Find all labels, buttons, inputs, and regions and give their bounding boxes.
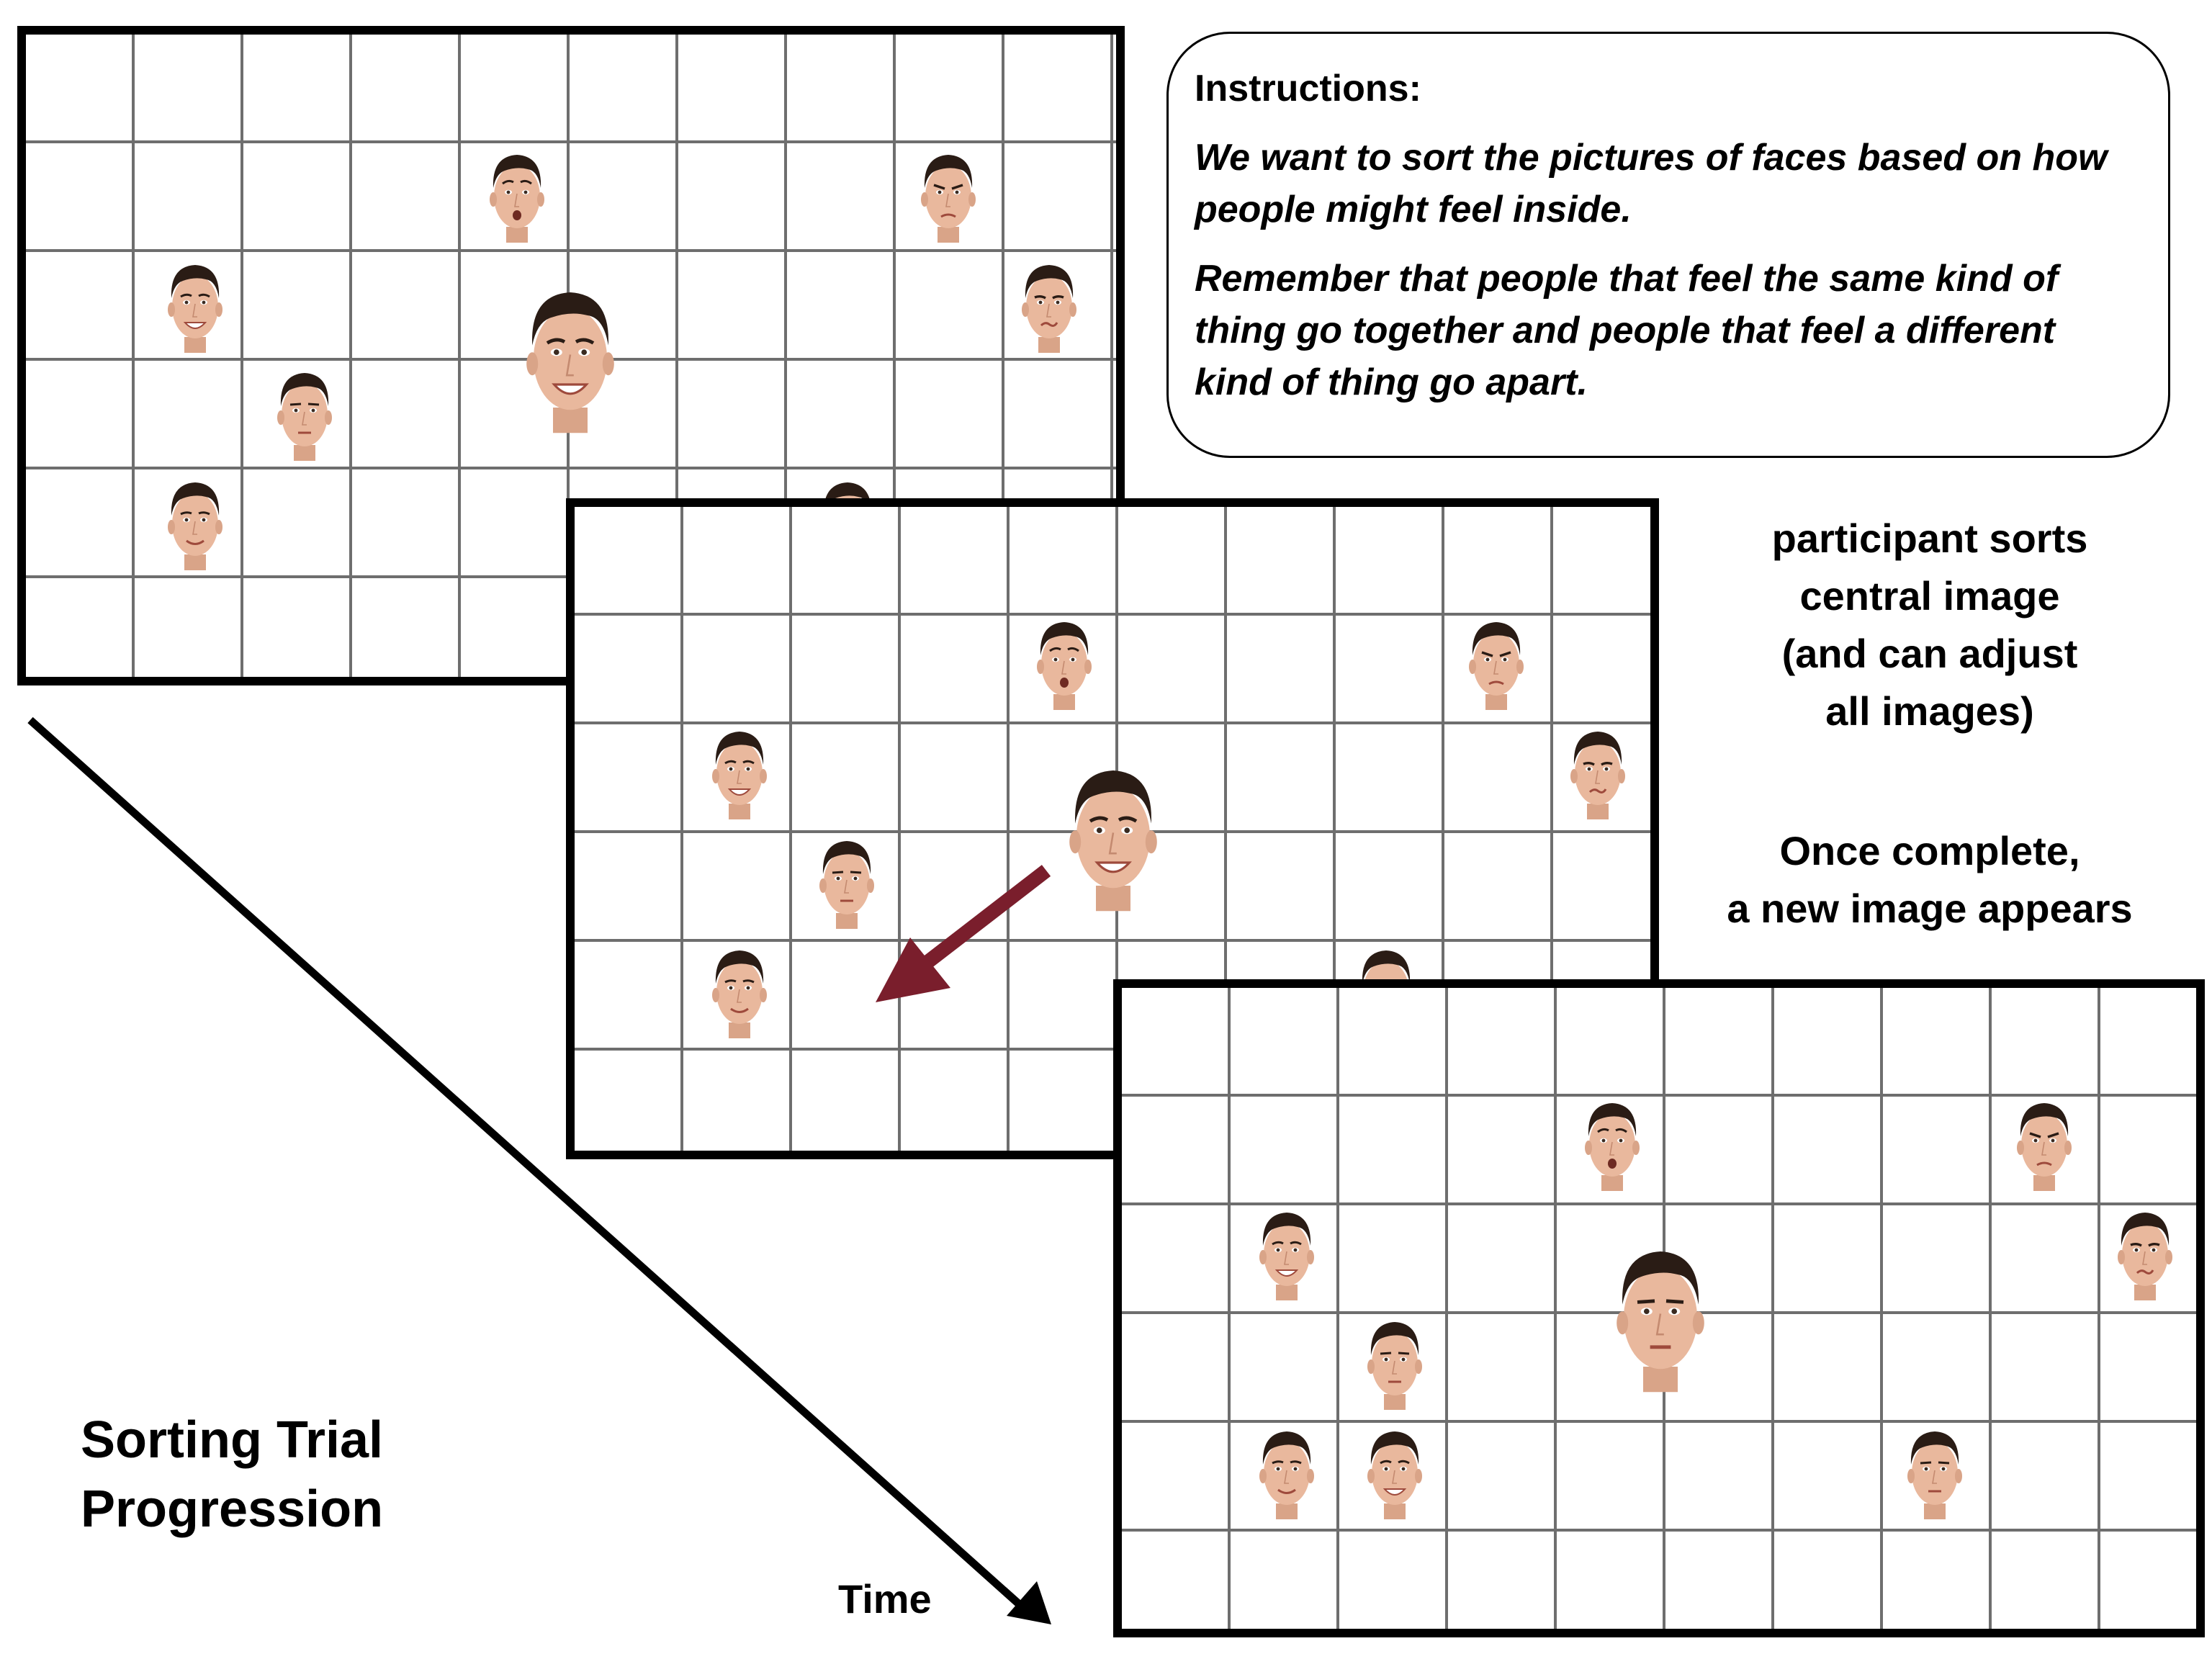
step-annotation-line: participant sorts <box>1771 516 2088 561</box>
face-smiling[interactable] <box>1254 1423 1319 1519</box>
face-happy[interactable] <box>707 723 772 819</box>
step-annotation-line: (and can adjust <box>1781 631 2078 676</box>
face-angry[interactable] <box>1464 613 1529 710</box>
figure-label-line: Sorting Trial <box>81 1411 384 1469</box>
central-face-happy[interactable] <box>518 272 622 439</box>
face-disgusted[interactable] <box>1565 723 1630 819</box>
step-annotation-line: central image <box>1799 573 2060 619</box>
face-surprised[interactable] <box>485 146 549 243</box>
face-disgusted[interactable] <box>2113 1204 2177 1300</box>
instructions-paragraph-1: We want to sort the pictures of faces ba… <box>1195 137 2108 230</box>
step-annotation-sort: participant sorts central image (and can… <box>1685 510 2175 740</box>
sorting-grid-step-3 <box>1113 979 2205 1637</box>
step-annotation-line: all images) <box>1825 688 2034 734</box>
face-neutral[interactable] <box>272 364 337 461</box>
face-neutral[interactable] <box>1362 1313 1427 1410</box>
face-happy-sorted[interactable] <box>1362 1423 1427 1519</box>
face-neutral-2[interactable] <box>1902 1423 1967 1519</box>
step-annotation-line: Once complete, <box>1779 828 2080 873</box>
drag-arrow <box>876 865 1051 1002</box>
sorting-grid-step-2 <box>566 498 1659 1159</box>
face-angry[interactable] <box>2012 1094 2077 1191</box>
face-surprised[interactable] <box>1580 1094 1645 1191</box>
central-face-neutral[interactable] <box>1609 1231 1712 1398</box>
face-surprised[interactable] <box>1032 613 1097 710</box>
figure-label: Sorting Trial Progression <box>81 1406 383 1544</box>
face-smiling[interactable] <box>707 942 772 1038</box>
time-label: Time <box>838 1576 932 1622</box>
figure-label-line: Progression <box>81 1480 384 1538</box>
central-face-happy[interactable] <box>1061 750 1165 917</box>
face-angry[interactable] <box>916 146 981 243</box>
step-annotation-line: a new image appears <box>1727 886 2133 931</box>
face-happy[interactable] <box>1254 1204 1319 1300</box>
face-happy[interactable] <box>163 256 228 353</box>
instructions-paragraph-2: Remember that people that feel the same … <box>1195 258 2059 403</box>
step-annotation-new-image: Once complete, a new image appears <box>1685 822 2175 938</box>
instructions-title: Instructions: <box>1195 68 1421 109</box>
face-disgusted[interactable] <box>1017 256 1082 353</box>
instructions-box: Instructions: We want to sort the pictur… <box>1166 32 2170 458</box>
face-smiling[interactable] <box>163 474 228 570</box>
